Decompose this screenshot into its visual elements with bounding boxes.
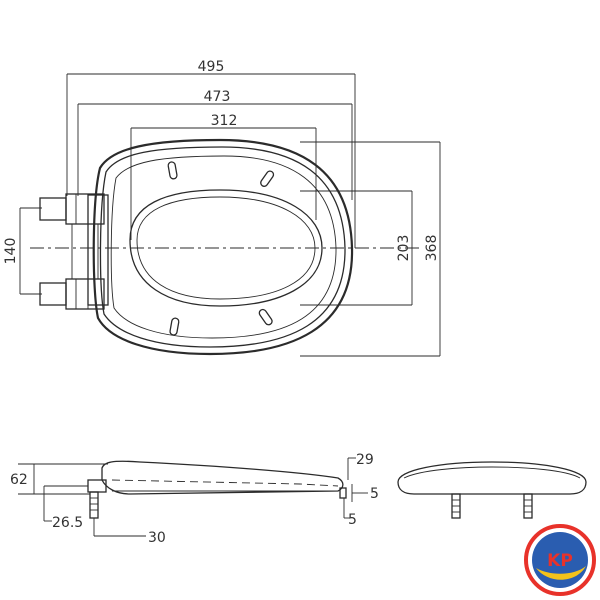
hinge-left-lower bbox=[39, 282, 67, 306]
front-lid-profile bbox=[397, 461, 587, 495]
bumper-pad bbox=[258, 308, 273, 326]
dim-overall-width: 368 bbox=[300, 141, 441, 357]
dim-bumper-top: 5 bbox=[351, 484, 379, 502]
hinge-left-upper bbox=[39, 197, 67, 221]
side-lid-profile bbox=[101, 460, 344, 495]
hinge-mount-lower bbox=[65, 278, 105, 310]
bumper-pad bbox=[167, 161, 178, 180]
seat-rim-outline bbox=[110, 155, 337, 339]
dim-label-368: 368 bbox=[424, 235, 440, 262]
brand-logo: KP bbox=[524, 524, 596, 596]
bumper-pad bbox=[169, 317, 180, 336]
dim-seat-length: 473 bbox=[77, 89, 353, 200]
dim-label-312: 312 bbox=[211, 113, 238, 129]
dim-label-203: 203 bbox=[396, 235, 412, 262]
dim-lid-gap: 29 bbox=[347, 452, 374, 480]
dim-side-height: 62 bbox=[10, 463, 108, 495]
dim-bolt-length: 30 bbox=[93, 518, 166, 546]
front-view bbox=[397, 461, 587, 519]
dim-label-30: 30 bbox=[148, 530, 166, 546]
dim-label-495: 495 bbox=[198, 59, 225, 75]
dim-label-5-bottom: 5 bbox=[348, 512, 357, 528]
dim-label-29: 29 bbox=[356, 452, 374, 468]
top-view: 495 473 312 140 203 bbox=[3, 59, 441, 357]
dim-bumper-bottom: 5 bbox=[343, 498, 357, 528]
side-bumper bbox=[339, 487, 347, 499]
dim-label-140: 140 bbox=[3, 238, 19, 265]
dim-overall-length: 495 bbox=[66, 59, 356, 248]
seat-inner-outline bbox=[99, 146, 346, 348]
side-bolt bbox=[89, 491, 99, 519]
dim-opening-width: 203 bbox=[300, 190, 413, 306]
seat-outer-outline bbox=[92, 138, 354, 356]
seat-opening-outer bbox=[129, 189, 323, 307]
hinge-block bbox=[87, 194, 109, 306]
bumper-pad bbox=[260, 170, 275, 187]
dim-bolt-offset: 26.5 bbox=[43, 485, 88, 531]
hinge-mount-upper bbox=[65, 193, 105, 225]
side-view: 62 26.5 30 29 5 5 bbox=[10, 452, 379, 546]
logo-text: KP bbox=[547, 551, 573, 571]
logo-accent bbox=[536, 566, 586, 580]
dim-label-5-top: 5 bbox=[370, 486, 379, 502]
dim-opening-length: 312 bbox=[130, 113, 317, 240]
dim-label-62: 62 bbox=[10, 472, 28, 488]
dim-label-473: 473 bbox=[204, 89, 231, 105]
dim-hinge-spacing: 140 bbox=[3, 207, 42, 295]
dim-label-26-5: 26.5 bbox=[52, 515, 83, 531]
